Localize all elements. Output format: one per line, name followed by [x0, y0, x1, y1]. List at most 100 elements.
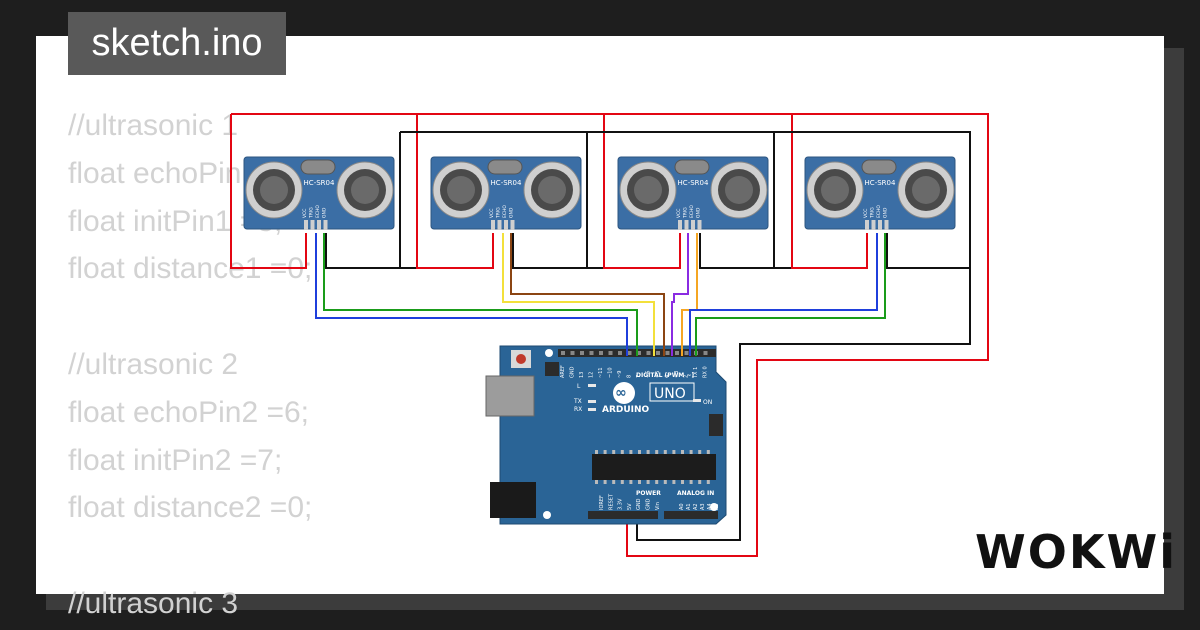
reset-button-cap: [516, 354, 526, 364]
sensor-pin: [684, 220, 689, 230]
usb-connector: [485, 375, 535, 417]
sensor-pin: [871, 220, 876, 230]
analog-label: ANALOG IN: [677, 490, 714, 497]
led: [588, 384, 596, 387]
mounting-hole: [543, 511, 551, 519]
icsp-header: [709, 414, 723, 436]
sensor-pin-label: TRIG: [683, 207, 689, 219]
header-pin: [618, 351, 622, 355]
gnd-bus-wire: [636, 131, 971, 541]
digital-pin-label: 8: [627, 375, 633, 378]
icsp-header: [545, 362, 559, 376]
gnd-wire: [699, 233, 805, 269]
trig-wire-2: [502, 233, 655, 356]
vcc-wire: [230, 114, 307, 269]
code-line: float initPin2 =7;: [68, 443, 283, 477]
analog-pin-label: A0: [679, 503, 685, 510]
power-led: [693, 399, 701, 402]
power-pin-label: 5V: [627, 503, 633, 510]
power-pin-label: IOREF: [599, 495, 605, 510]
chip-pin: [646, 480, 650, 484]
chip-pin: [698, 450, 702, 454]
header-pin: [608, 351, 613, 355]
header-pin: [599, 351, 603, 355]
sensor-pin-label: ECHO: [689, 205, 695, 218]
sensor-pin: [691, 220, 695, 230]
sensor-pin: [884, 220, 889, 230]
chip-pin: [706, 480, 710, 484]
vcc-wire: [603, 114, 681, 269]
power-label: POWER: [636, 490, 661, 497]
chip-pin: [672, 480, 676, 484]
chip-pin: [706, 450, 710, 454]
digital-pin-label: 13: [579, 372, 585, 378]
echo-wire-2: [510, 233, 665, 356]
board-model: UNO: [654, 386, 686, 402]
transducer-mesh-inner: [821, 176, 849, 204]
crystal-oscillator: [674, 159, 710, 175]
chip-pin: [603, 450, 607, 454]
power-pin-label: GND: [646, 498, 652, 510]
header-pin: [637, 351, 641, 355]
led: [588, 408, 596, 411]
chip-pin: [689, 480, 693, 484]
chip-pin: [629, 450, 633, 454]
header-pin: [589, 351, 594, 355]
sensor-pin-label: GND: [509, 207, 515, 218]
crystal-oscillator: [300, 159, 336, 175]
echo-wire-4: [695, 233, 886, 356]
power-pin-label: 3.3V: [618, 498, 624, 510]
sensor-model-label: HC-SR04: [491, 179, 522, 187]
chip-pin: [672, 450, 676, 454]
digital-pin-label: ~9: [617, 371, 623, 378]
header-pin: [646, 351, 651, 355]
chip-pin: [638, 480, 641, 484]
transducer-mesh-inner: [912, 176, 940, 204]
l-label: L: [577, 383, 581, 390]
rx-label: RX: [574, 406, 582, 413]
sensor-pin-label: ECHO: [502, 205, 508, 218]
wokwi-logo: WOKWi: [975, 525, 1177, 579]
digital-pin-label: 7: [636, 375, 642, 378]
echo-wire-1: [323, 233, 638, 356]
digital-pin-label: 12: [589, 372, 595, 378]
chip-pin: [603, 480, 607, 484]
digital-pin-label: RX 0: [703, 366, 709, 378]
header-pin: [703, 351, 708, 355]
transducer-mesh-inner: [725, 176, 753, 204]
chip-pin: [646, 450, 650, 454]
mounting-hole: [710, 503, 718, 511]
digital-pin-label: AREF: [560, 365, 566, 378]
sensor-pin: [865, 220, 869, 230]
sensor-pin-label: VCC: [302, 209, 308, 218]
sensor-model-label: HC-SR04: [865, 179, 896, 187]
chip-pin: [620, 480, 624, 484]
code-line: //ultrasonic 2: [68, 347, 239, 381]
led: [588, 400, 596, 403]
power-pin-label: Vin: [655, 502, 661, 510]
sensor-pin-label: GND: [883, 207, 889, 218]
header-pin: [665, 351, 670, 355]
chip-pin: [629, 480, 633, 484]
code-line: //ultrasonic 1: [68, 109, 239, 142]
file-tab[interactable]: sketch.ino: [68, 12, 286, 75]
transducer-mesh-inner: [634, 176, 662, 204]
microcontroller-chip: [592, 454, 716, 480]
sensor-pin: [491, 220, 495, 230]
sensor-pin: [697, 220, 702, 230]
sensor-model-label: HC-SR04: [304, 179, 335, 187]
sensor-pin: [510, 220, 515, 230]
uno-box: [649, 382, 695, 402]
code-line: float echoPin2 =6;: [68, 395, 310, 429]
sensor-pin: [310, 220, 315, 230]
header-pin: [675, 351, 679, 355]
digital-pin-label: ~5: [655, 371, 661, 378]
digital-pin-label: ~3: [674, 371, 680, 378]
chip-pin: [698, 480, 702, 484]
chip-pin: [638, 450, 641, 454]
header-pin: [580, 351, 584, 355]
